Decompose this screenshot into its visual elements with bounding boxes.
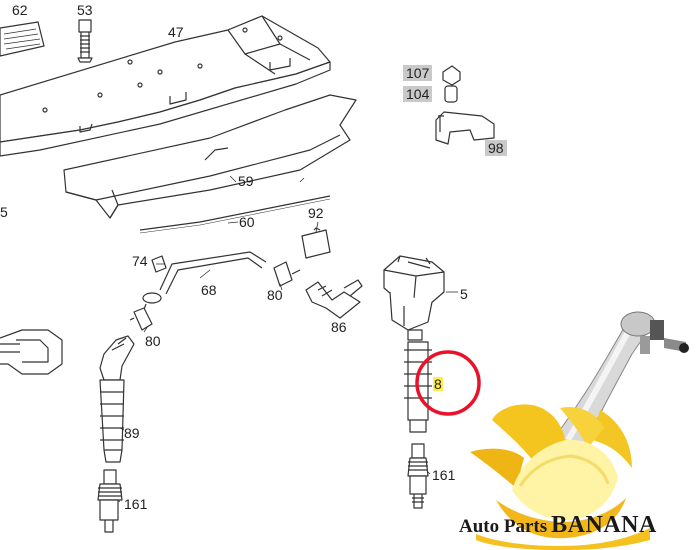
- part-68-wire: [139, 251, 267, 321]
- brand-wordmark: Auto Parts BANANA: [459, 513, 657, 537]
- brand-part1: Auto Parts: [459, 516, 548, 537]
- callout-89: 89: [124, 425, 140, 441]
- callout-161-left: 161: [124, 496, 148, 512]
- callout-104: 104: [403, 86, 433, 102]
- callout-74: 74: [132, 253, 148, 269]
- callout-5: 5: [460, 286, 468, 302]
- left-connector-block: [0, 329, 63, 375]
- banana-logo: [470, 311, 689, 550]
- callout-161-right: 161: [432, 467, 456, 483]
- part-89-boot: [99, 335, 135, 463]
- callout-edge-5: 5: [0, 204, 8, 220]
- part-5-coil: [383, 255, 445, 341]
- part-161-plug-b: [407, 443, 429, 509]
- callout-59: 59: [238, 173, 254, 189]
- part-60-strip: [139, 195, 331, 234]
- leader-lines: [117, 175, 458, 503]
- callout-53: 53: [77, 2, 93, 18]
- part-59-cover: [63, 94, 357, 219]
- callout-8: 8: [433, 376, 443, 392]
- part-92-clip: [301, 227, 331, 259]
- callout-92: 92: [308, 205, 324, 221]
- callout-47: 47: [168, 24, 184, 40]
- part-161-plug-a: [97, 469, 123, 533]
- part-53-bolt: [77, 19, 93, 63]
- callout-98: 98: [485, 140, 507, 156]
- part-62-drawing: [0, 21, 45, 57]
- callout-68: 68: [201, 282, 217, 298]
- callout-62: 62: [12, 2, 28, 18]
- highlight-circle: [415, 350, 481, 416]
- part-80-connector-a: [273, 261, 301, 287]
- part-80-connector-b: [129, 307, 153, 331]
- part-86-boot: [305, 279, 363, 319]
- part-47-cover: [0, 15, 331, 157]
- brand-part2: BANANA: [551, 512, 657, 538]
- callout-80-upper: 80: [267, 287, 283, 303]
- callout-86: 86: [331, 319, 347, 335]
- callout-60: 60: [239, 214, 255, 230]
- callout-80-lower: 80: [145, 333, 161, 349]
- part-98-bracket: [435, 65, 495, 145]
- callout-107: 107: [403, 65, 433, 81]
